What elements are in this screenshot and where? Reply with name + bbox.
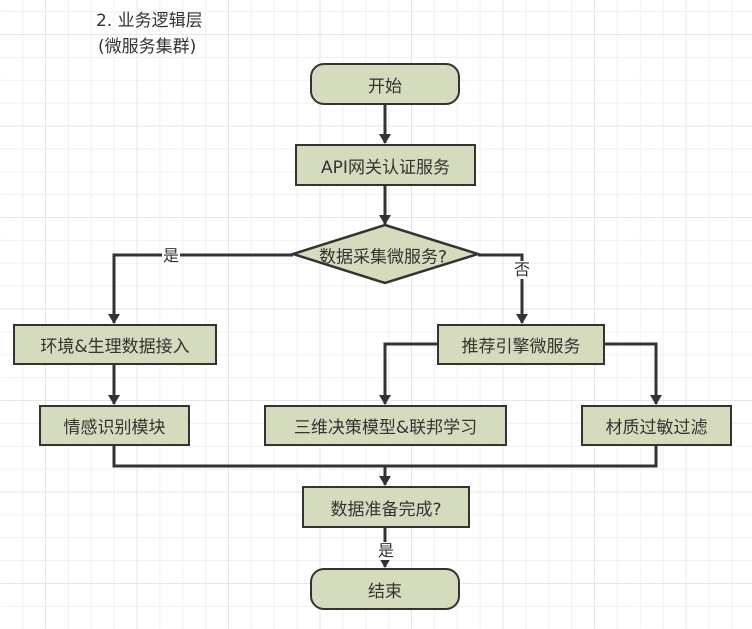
node-decision-model[interactable]: 三维决策模型&联邦学习 (264, 405, 507, 446)
node-allergy-filter[interactable]: 材质过敏过滤 (581, 405, 732, 446)
edge-recommend-to-model (379, 342, 437, 405)
node-env-data-label: 环境&生理数据接入 (40, 337, 190, 357)
node-end[interactable]: 结束 (310, 568, 460, 610)
node-decision-collect[interactable]: 数据采集微服务? (319, 243, 447, 268)
node-decision-collect-label: 数据采集微服务? (318, 247, 448, 268)
edge-label-yes-bottom: 是 (376, 541, 396, 560)
node-data-ready-label: 数据准备完成? (330, 499, 442, 520)
decision-diamond-shape (288, 223, 483, 285)
node-start[interactable]: 开始 (310, 63, 460, 105)
node-emotion-label: 情感识别模块 (63, 418, 166, 438)
node-emotion[interactable]: 情感识别模块 (39, 405, 190, 446)
node-data-ready[interactable]: 数据准备完成? (302, 486, 470, 528)
node-recommend-label: 推荐引擎微服务 (461, 337, 581, 357)
layer-title: 2. 业务逻辑层 (96, 11, 203, 31)
node-start-label: 开始 (368, 76, 402, 97)
node-end-label: 结束 (368, 581, 402, 602)
layer-subtitle: (微服务集群) (98, 37, 197, 57)
edge-decision-no-to-recommend (478, 253, 528, 324)
node-api-gateway-label: API网关认证服务 (321, 157, 450, 178)
edge-label-no-right: 否 (512, 260, 532, 279)
edge-recommend-to-filter (604, 342, 662, 405)
edge-label-yes-left: 是 (161, 246, 181, 265)
node-allergy-filter-label: 材质过敏过滤 (605, 418, 708, 438)
edge-emotion-merge (112, 445, 658, 468)
node-env-data[interactable]: 环境&生理数据接入 (13, 324, 217, 365)
edge-decision-yes-to-env (108, 253, 293, 324)
node-api-gateway[interactable]: API网关认证服务 (295, 144, 476, 186)
node-decision-model-label: 三维决策模型&联邦学习 (293, 418, 478, 438)
node-recommend[interactable]: 推荐引擎微服务 (437, 324, 605, 365)
